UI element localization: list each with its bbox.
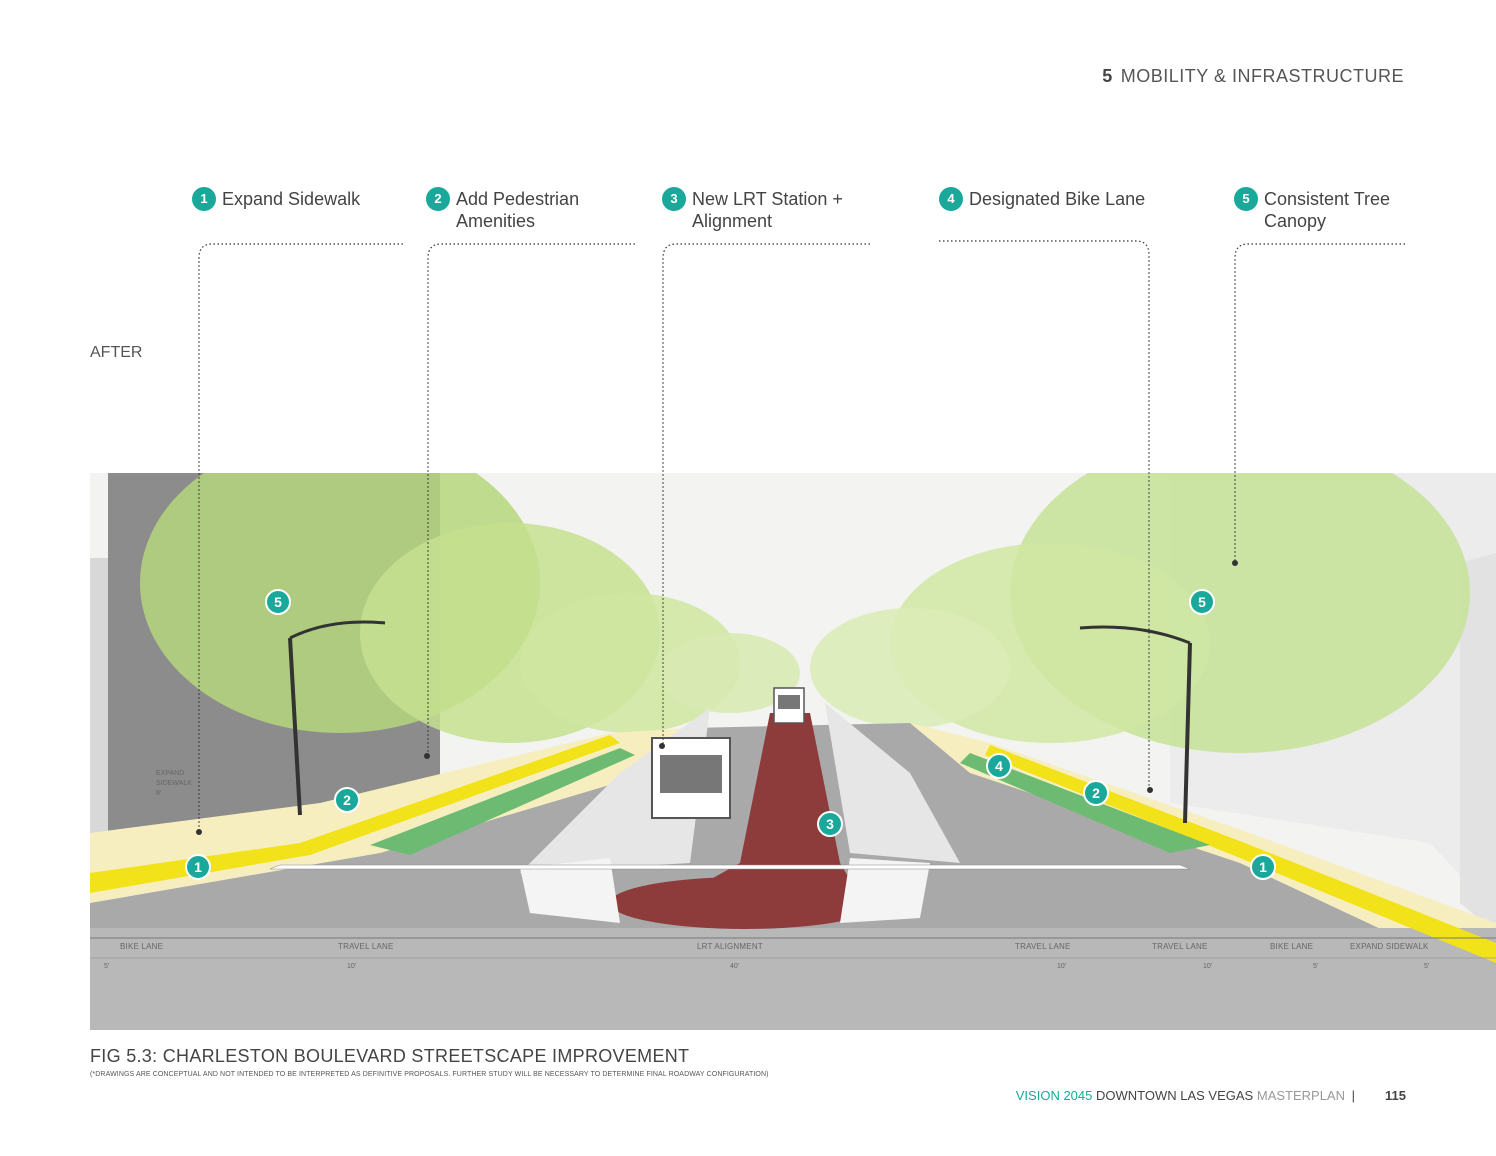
scene-marker-lrt: 3	[817, 811, 843, 837]
callout-expand-sidewalk: 1 Expand Sidewalk	[192, 187, 361, 211]
lane-label: TRAVEL LANE	[338, 942, 394, 951]
callout-bike-lane: 4 Designated Bike Lane	[939, 187, 1146, 211]
lane-label: TRAVEL LANE	[1015, 942, 1071, 951]
page-number: 115	[1385, 1088, 1406, 1103]
footer-title-dark: DOWNTOWN LAS VEGAS	[1096, 1088, 1254, 1103]
lane-label: BIKE LANE	[120, 942, 164, 951]
callout-label: Consistent Tree Canopy	[1264, 189, 1391, 231]
scene-marker-canopy-left: 5	[265, 589, 291, 615]
scene-marker-amenities-right: 2	[1083, 780, 1109, 806]
callout-badge: 1	[192, 187, 216, 211]
page-footer: VISION 2045 DOWNTOWN LAS VEGAS MASTERPLA…	[1016, 1088, 1406, 1103]
footer-vision: VISION 2045	[1015, 1088, 1093, 1103]
lane-width: 5'	[104, 963, 110, 970]
figure-caption: FIG 5.3: CHARLESTON BOULEVARD STREETSCAP…	[90, 1046, 690, 1066]
footer-title-light: MASTERPLAN	[1256, 1088, 1345, 1103]
callout-badge: 4	[939, 187, 963, 211]
callout-lrt-station: 3 New LRT Station + Alignment	[662, 187, 843, 232]
lane-width: 5'	[1313, 963, 1319, 970]
footer-separator: |	[1351, 1088, 1356, 1103]
chapter-title: MOBILITY & INFRASTRUCTURE	[1120, 66, 1404, 86]
callout-label: New LRT Station + Alignment	[692, 189, 843, 231]
callout-badge: 5	[1234, 187, 1258, 211]
callout-label: Add Pedestrian Amenities	[456, 189, 580, 231]
view-label: AFTER	[90, 344, 143, 361]
callout-badge: 2	[426, 187, 450, 211]
lane-label: TRAVEL LANE	[1152, 942, 1208, 951]
lane-width: 10'	[1203, 963, 1213, 970]
chapter-number: 5	[1102, 66, 1113, 86]
figure-disclaimer: (*DRAWINGS ARE CONCEPTUAL AND NOT INTEND…	[90, 1071, 769, 1078]
callout-badge: 3	[662, 187, 686, 211]
callout-pedestrian-amenities: 2 Add Pedestrian Amenities	[426, 187, 580, 232]
lane-label: BIKE LANE	[1270, 942, 1314, 951]
scene-marker-sidewalk-left: 1	[185, 854, 211, 880]
lane-width: 10'	[1057, 963, 1067, 970]
scene-marker-sidewalk-right: 1	[1250, 854, 1276, 880]
chapter-header: 5 MOBILITY & INFRASTRUCTURE	[1102, 66, 1404, 87]
lane-label: EXPAND SIDEWALK	[1350, 942, 1429, 951]
scene-marker-amenities-left: 2	[334, 787, 360, 813]
lane-label: LRT ALIGNMENT	[697, 942, 763, 951]
lane-width: 40'	[730, 963, 740, 970]
callout-label: Expand Sidewalk	[222, 189, 361, 209]
lane-width: 5'	[1424, 963, 1430, 970]
callout-label: Designated Bike Lane	[969, 189, 1146, 209]
scene-marker-bike-lane: 4	[986, 753, 1012, 779]
streetscape-illustration: 5 5 2 2 3 4 1 1 EXPAND SIDEWALK 8' BIKE …	[90, 473, 1496, 1030]
side-sidewalk-note: EXPAND SIDEWALK 8'	[156, 770, 192, 797]
scene-marker-canopy-right: 5	[1189, 589, 1215, 615]
callout-tree-canopy: 5 Consistent Tree Canopy	[1234, 187, 1391, 232]
lane-width: 10'	[347, 963, 357, 970]
